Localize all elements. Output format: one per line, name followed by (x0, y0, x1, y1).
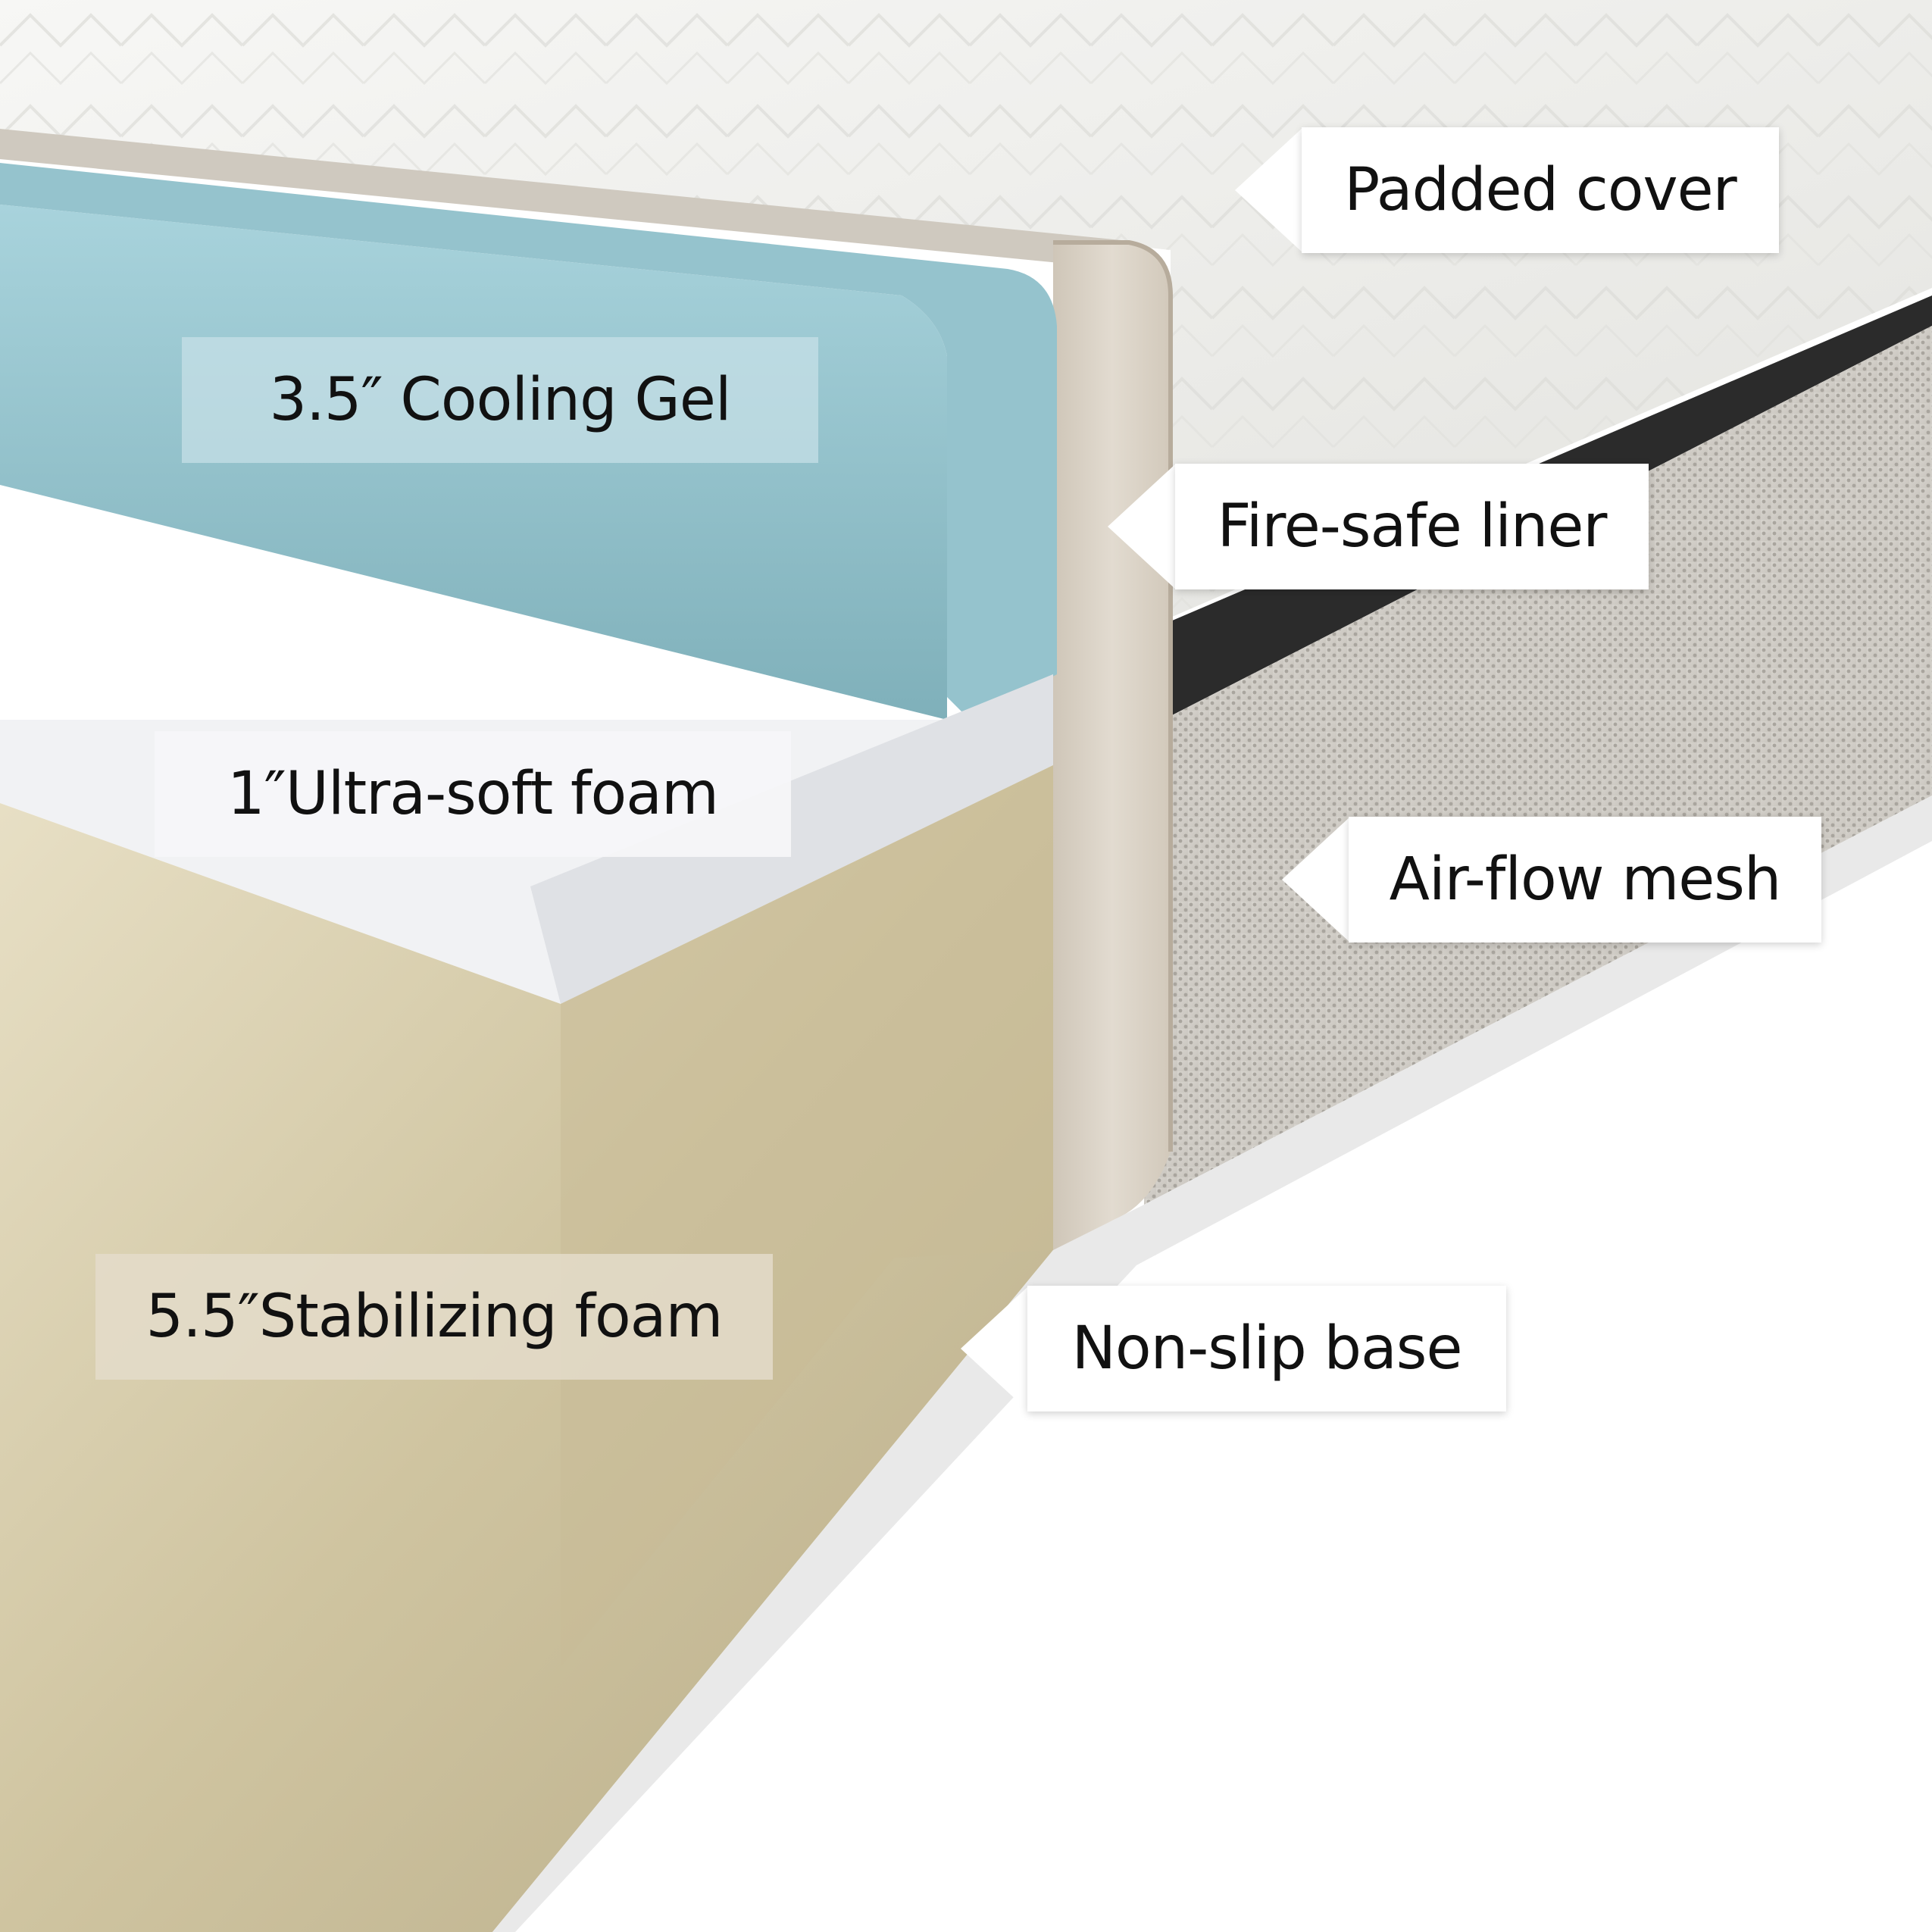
arrow-left-icon (961, 1286, 1029, 1411)
stabilizing-label: 5.5″Stabilizing foam (95, 1254, 773, 1380)
arrow-left-icon (1235, 127, 1303, 253)
non-slip-base-callout: Non-slip base (961, 1286, 1506, 1411)
air-flow-mesh-callout: Air-flow mesh (1282, 817, 1821, 943)
side-mesh (1144, 326, 1932, 1205)
air-flow-mesh-text: Air-flow mesh (1389, 846, 1782, 914)
cover-edge (0, 129, 1159, 273)
cooling-gel-layer (0, 163, 1057, 720)
ultra-soft-label-text: 1″Ultra-soft foam (227, 760, 719, 828)
fire-safe-liner-tag: Fire-safe liner (1175, 464, 1649, 589)
padded-cover-text: Padded cover (1344, 156, 1737, 224)
air-flow-mesh-tag: Air-flow mesh (1349, 817, 1821, 943)
arrow-left-icon (1282, 817, 1350, 943)
fire-safe-liner-text: Fire-safe liner (1217, 492, 1608, 561)
stabilizing-label-text: 5.5″Stabilizing foam (145, 1283, 724, 1351)
arrow-left-icon (1108, 464, 1176, 589)
cooling-gel-label-text: 3.5″ Cooling Gel (269, 366, 731, 434)
non-slip-base-tag: Non-slip base (1027, 1286, 1506, 1411)
non-slip-base-text: Non-slip base (1071, 1315, 1463, 1383)
fire-safe-liner-strip (1053, 242, 1171, 1254)
cooling-gel-label: 3.5″ Cooling Gel (182, 337, 818, 463)
fire-safe-liner-callout: Fire-safe liner (1108, 464, 1649, 589)
padded-cover-callout: Padded cover (1235, 127, 1779, 253)
ultra-soft-label: 1″Ultra-soft foam (155, 731, 791, 857)
padded-cover-tag: Padded cover (1302, 127, 1779, 253)
